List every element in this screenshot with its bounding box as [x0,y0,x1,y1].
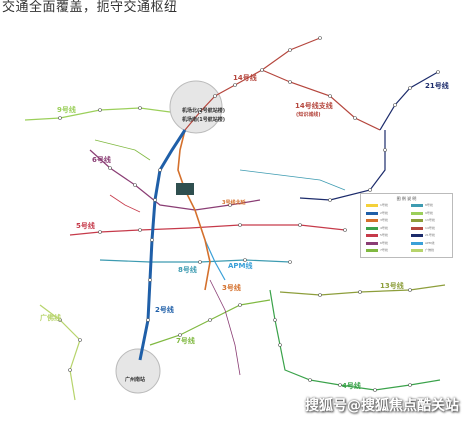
legend-swatch [411,226,423,230]
guangfo-label: 广佛线 [40,313,61,322]
legend-text: 4号线 [380,225,388,230]
apm-path [204,239,226,281]
line2-label: 2号线 [155,305,174,314]
network-line-b [109,194,141,213]
line4-path [269,289,441,391]
legend-swatch [411,219,423,222]
legend-text: 8号线 [425,203,433,207]
legend-swatch [366,234,378,237]
legend-text: APM线 [425,240,435,245]
legend-box: 图 例 说 明 1号线 2号线 3号线 4号线 5号线 6号线 7号线 8号线 9号线 13号线 1… [360,193,453,258]
legend-text: 21号线 [425,233,435,237]
legend-swatch [366,249,378,252]
legend-text: 3号线 [380,218,388,222]
airport-north-label: 机场北(2号航站楼) [181,107,225,114]
south-station-circle [115,348,161,394]
line4-label: 4号线 [342,381,361,390]
legend-text: 广佛线 [425,248,435,252]
legend-swatch [411,211,423,215]
legend-swatch [366,219,378,222]
line8-path [99,259,291,263]
apm-label: APM线 [228,261,253,270]
line13-path [279,284,446,296]
line14-label: 14号线 [233,73,257,82]
watermark-text: 搜狐号@搜狐焦点酷关站 [305,398,459,414]
legend-text: 7号线 [380,248,388,252]
legend-swatch [366,226,378,230]
line9-path [24,107,171,121]
line3b-label: 3号线北延 [222,199,246,206]
legend-text: 2号线 [380,210,388,215]
network-line-d [94,139,151,161]
airport-circle [169,80,223,134]
legend-swatch [366,241,378,245]
legend-swatch [411,249,423,252]
legend-swatch [411,234,423,237]
legend-text: 6号线 [380,240,388,245]
line21-path-b [299,130,386,201]
network-line-c [209,279,241,376]
line21-label: 21号线 [425,81,449,90]
station-dots [58,36,440,392]
line7-label: 7号线 [176,336,195,345]
legend-text: 5号线 [380,233,388,237]
line6-label: 6号线 [92,155,111,164]
south-station-label: 广州南站 [125,376,145,383]
legend-text: 14号线 [425,225,435,230]
legend-text: 1号线 [380,203,388,207]
line8-label: 8号线 [178,265,197,274]
line2-path [138,129,187,361]
legend-text: 13号线 [425,218,435,222]
line13-label: 13号线 [380,281,404,290]
line5-path [69,224,346,236]
legend-text: 9号线 [425,210,433,215]
legend-swatch [366,204,378,207]
legend-title: 图 例 说 明 [396,196,417,201]
legend-swatch [366,211,378,215]
page-heading: 交通全面覆盖，扼守交通枢纽 [2,0,178,15]
line21-path [379,71,439,131]
airport-south-label: 机场南(1号航站楼) [181,116,225,123]
network-line-a [239,169,346,191]
line5-label: 5号线 [76,221,95,230]
line14b-sub-label: (知识城线) [296,111,321,118]
line14b-label: 14号线支线 [295,101,333,110]
line9-label: 9号线 [57,105,76,114]
project-marker [176,183,194,195]
legend-swatch [411,204,423,207]
line14-branch-path [261,69,381,131]
line3-label: 3号线 [222,283,241,292]
line3-path [177,129,211,291]
legend-swatch [411,241,423,245]
